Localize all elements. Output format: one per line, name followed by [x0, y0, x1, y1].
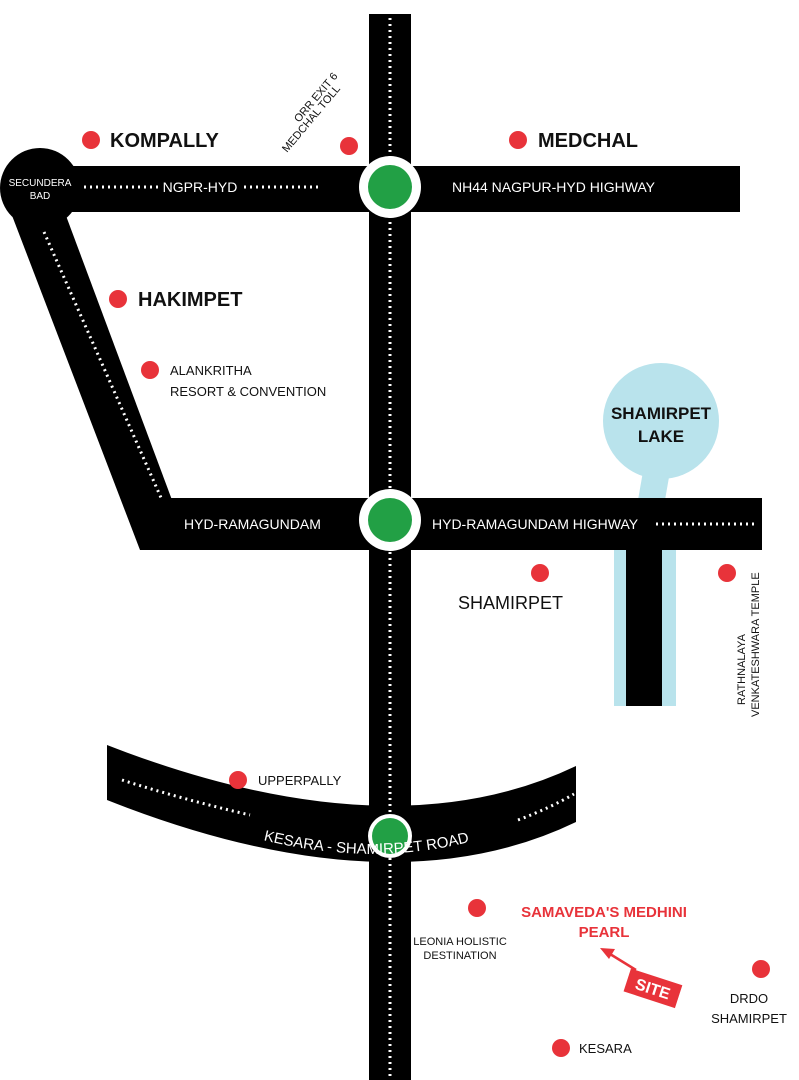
kesara-label: KESARA	[579, 1041, 632, 1056]
shamirpet-label: SHAMIRPET	[458, 593, 563, 613]
secunderabad-circle	[0, 148, 80, 228]
lake-overflow-label: LAKE OVERFLOW	[606, 586, 617, 672]
leonia-label-1: LEONIA HOLISTIC	[413, 936, 507, 948]
rathnalaya-label-1: RATHNALAYA	[736, 633, 748, 705]
kompally-label: KOMPALLY	[110, 130, 220, 152]
lake-label-2: LAKE	[638, 427, 684, 446]
junction-kesara	[368, 814, 412, 858]
upperpally-marker	[229, 771, 247, 789]
nh44-label: NH44 NAGPUR-HYD HIGHWAY	[452, 179, 656, 195]
drdo-marker	[752, 960, 770, 978]
alankritha-label-1: ALANKRITHA	[170, 363, 252, 378]
shamirpet-marker	[531, 564, 549, 582]
upperpally-label: UPPERPALLY	[258, 773, 342, 788]
alankritha-label-2: RESORT & CONVENTION	[170, 384, 326, 399]
site-title-2: PEARL	[579, 924, 630, 941]
secunderabad-label-2: BAD	[30, 191, 51, 202]
hyd-ramagundam-west-label: HYD-RAMAGUNDAM	[184, 516, 321, 532]
site-tag: SITE	[623, 968, 683, 1009]
hakimpet-marker	[109, 290, 127, 308]
ngpr-label: NGPR-HYD	[163, 179, 238, 195]
medchal-label: MEDCHAL	[538, 130, 638, 152]
medchal-marker	[509, 131, 527, 149]
shamirpet-lake	[603, 363, 719, 479]
site-arrow-icon	[600, 948, 637, 972]
junction-nh44	[359, 156, 421, 218]
kesara-shamirpet-road	[107, 745, 576, 863]
alankritha-marker	[141, 361, 159, 379]
rathnalaya-marker	[718, 564, 736, 582]
kompally-marker	[82, 131, 100, 149]
kesara-centerline-a	[121, 778, 251, 817]
junction-hyd-ramagundam	[359, 489, 421, 551]
secunderabad-label-1: SECUNDERA	[9, 178, 72, 189]
lake-overflow-road	[626, 530, 662, 706]
leonia-label-2: DESTINATION	[423, 950, 496, 962]
rathnalaya-label-2: VENKATESHWARA TEMPLE	[750, 572, 762, 717]
site-title-1: SAMAVEDA'S MEDHINI	[521, 904, 687, 921]
hyd-ramagundam-east-label: HYD-RAMAGUNDAM HIGHWAY	[432, 516, 639, 532]
secunderabad-diagonal-road	[8, 205, 172, 550]
diagonal-centerline	[42, 231, 164, 501]
orr-exit-marker	[340, 137, 358, 155]
drdo-label-2: SHAMIRPET	[711, 1011, 787, 1026]
hakimpet-label: HAKIMPET	[138, 289, 242, 311]
lake-label-1: SHAMIRPET	[611, 404, 712, 423]
drdo-label-1: DRDO	[730, 991, 768, 1006]
leonia-marker	[468, 899, 486, 917]
kesara-marker	[552, 1039, 570, 1057]
